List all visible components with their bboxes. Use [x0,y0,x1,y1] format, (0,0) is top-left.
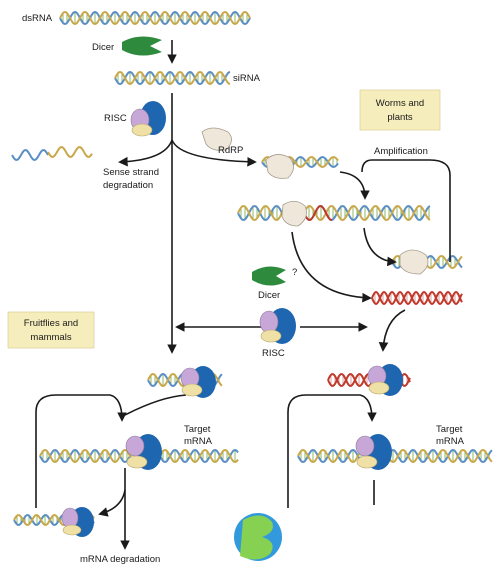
risc-left-loaded [180,366,216,398]
dicer-top [122,36,162,56]
arrow-to-amplify-duplex [339,171,370,200]
label-dicer-question: ? [292,267,297,278]
arrow-right-down [378,309,406,352]
label-rdrp: RdRP [218,145,243,156]
label-dsrna: dsRNA [22,13,53,24]
risc-left-target [125,434,162,470]
label-mrna-degradation: mRNA degradation [80,554,160,565]
risc-left-recycled [61,507,94,537]
note-fruitflies-line1: Fruitflies and [24,318,78,329]
arrow-to-second-rdrp [363,227,397,267]
arrow-to-rdrp [171,139,257,167]
arrow-left-loop [35,394,127,508]
risc-right-target [355,434,392,470]
arrow-right-loop [287,394,377,508]
risc-mid-purple [259,310,279,334]
risc-right-loaded [367,364,403,396]
risc-top [130,101,166,137]
label-sense-strand: Sense strand [103,167,159,178]
label-amplification: Amplification [374,146,428,157]
arrow-left-join [124,394,187,416]
label-dicer-top: Dicer [92,42,114,53]
risc-mid-yellow [260,329,282,343]
note-worms-plants: Worms and plants [359,89,441,131]
amplification-duplex [237,205,431,221]
arrows [35,40,451,550]
target-mrna-right [297,448,493,464]
note-worms-plants-line2: plants [387,112,413,123]
arrow-to-second-dicer [291,231,372,303]
degraded-fragment-2 [47,146,93,158]
label-risc-top: RISC [104,113,127,124]
risc-yellow-subunit [131,123,153,137]
label-sense-degradation: degradation [103,180,153,191]
label-target-right-2: mRNA [436,436,465,447]
watermark-title: 百贵游戏网 [292,521,442,556]
secondary-dsrna [371,290,463,306]
label-risc-mid: RISC [262,348,285,359]
arrow-recycle-risc [98,489,126,517]
label-dicer-mid: Dicer [258,290,280,301]
note-worms-plants-line1: Worms and [376,98,424,109]
note-fruitflies-line2: mammals [30,332,71,343]
arrow-sense-degradation [118,139,173,167]
label-target-right-1: Target [436,424,463,435]
dicer-scissors-icon [122,36,162,56]
rdrp-amplification [399,249,429,275]
sirna-helix [114,70,231,86]
label-sirna: siRNA [233,73,261,84]
rdrp-on-duplex [281,200,307,227]
label-target-left-2: mRNA [184,436,213,447]
risc-mid [259,308,296,344]
dicer-mid-scissors-icon [252,266,286,286]
rdrp-protein-top [201,127,232,151]
dicer-mid [252,266,286,286]
watermark-url: www.sdqlliqing.com [294,560,441,575]
label-target-left-1: Target [184,424,211,435]
note-fruitflies-mammals: Fruitflies and mammals [7,311,95,349]
arrow-amplification-loop [361,159,451,262]
watermark: 百贵游戏网 www.sdqlliqing.com [234,513,442,575]
rdrp-on-strand [265,154,294,179]
degraded-fragment-1 [11,149,49,161]
dsrna-helix [59,10,251,26]
